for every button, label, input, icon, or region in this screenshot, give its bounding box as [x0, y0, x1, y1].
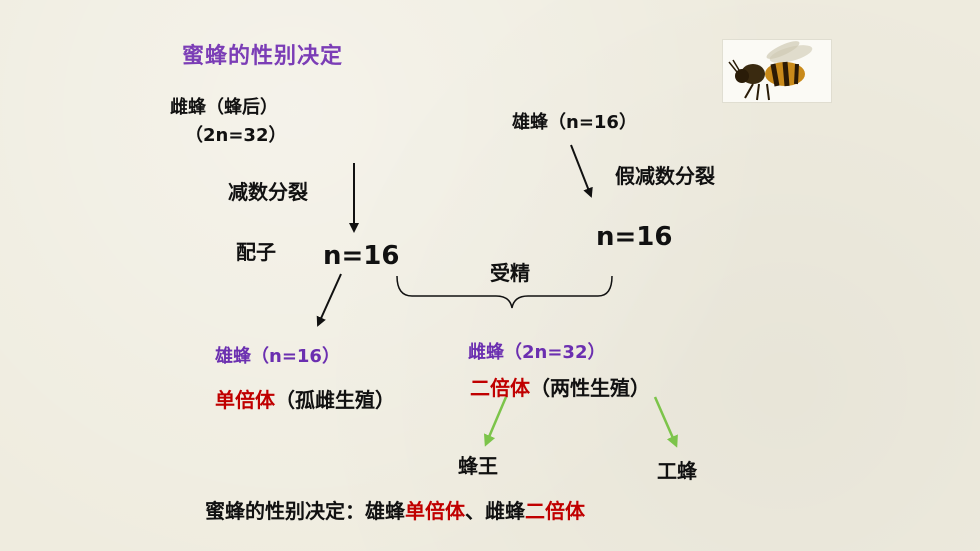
sexual-reproduction-label: （两性生殖） [530, 376, 650, 400]
queen-arrow [484, 396, 508, 447]
queen-label: 雌蜂（蜂后） [170, 97, 278, 118]
worker-bee-label: 工蜂 [657, 459, 697, 483]
diploid-label: 二倍体 [470, 376, 530, 400]
fertilization-brace [396, 275, 613, 309]
sperm-n-label: n=16 [596, 222, 673, 252]
female-result-name: 雌蜂（2n=32） [468, 342, 606, 363]
parthenogenesis-label: （孤雌生殖） [275, 388, 395, 412]
fertilization-label: 受精 [490, 261, 530, 285]
summary-prefix: 蜜蜂的性别决定：雄蜂 [205, 499, 405, 523]
summary-haploid: 单倍体 [405, 499, 465, 523]
bee-image [723, 40, 831, 102]
slide-title: 蜜蜂的性别决定 [182, 44, 344, 69]
drone-top-label: 雄蜂（n=16） [512, 112, 637, 133]
pseudo-meiosis-arrow [570, 144, 593, 198]
bee-icon [728, 41, 813, 101]
haploid-label: 单倍体 [215, 388, 275, 412]
summary-diploid: 二倍体 [525, 499, 585, 523]
queen-chromosome: （2n=32） [185, 125, 287, 146]
parthenogenesis-arrow [316, 273, 342, 327]
worker-arrow [653, 396, 678, 448]
meiosis-label: 减数分裂 [228, 180, 308, 204]
gamete-n-label: n=16 [323, 241, 400, 271]
male-result-name: 雄蜂（n=16） [215, 346, 340, 367]
female-result-ploidy-line: 二倍体（两性生殖） [470, 372, 650, 401]
summary-line: 蜜蜂的性别决定：雄蜂单倍体、雌蜂二倍体 [205, 495, 585, 524]
queen-bee-label: 蜂王 [458, 454, 498, 478]
male-result-ploidy-line: 单倍体（孤雌生殖） [215, 384, 395, 413]
gamete-label: 配子 [236, 240, 276, 264]
summary-middle: 、雌蜂 [465, 499, 525, 523]
pseudo-meiosis-label: 假减数分裂 [615, 164, 715, 188]
